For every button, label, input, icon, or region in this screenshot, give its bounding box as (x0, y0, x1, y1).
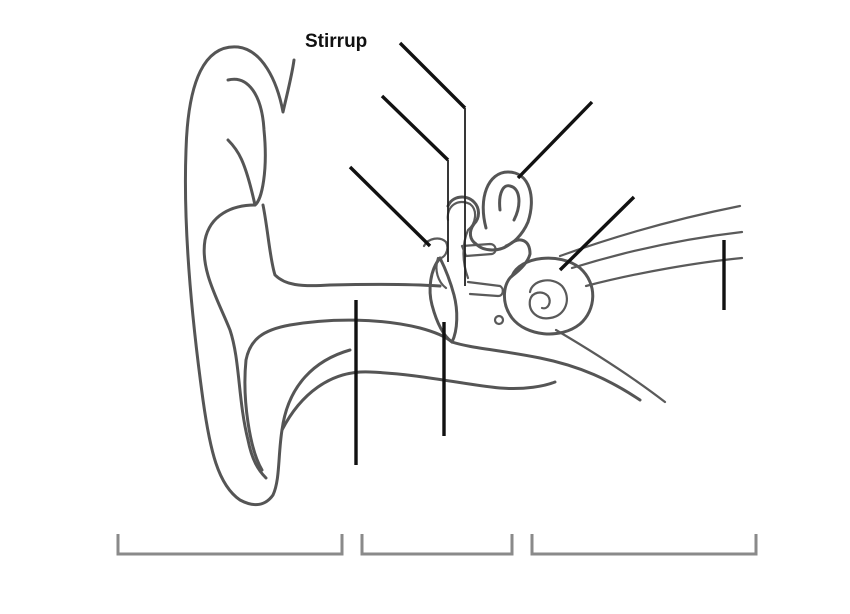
middle-ear (422, 200, 667, 404)
hammer-bone (422, 237, 449, 290)
leader-line-semicircular-canals (516, 100, 594, 180)
bracket-outer-ear (116, 534, 344, 556)
cochlea-spiral (528, 279, 568, 320)
auricle-antihelix (226, 77, 267, 207)
auricle-helix (183, 45, 352, 507)
auditory-nerve-lower (584, 256, 744, 288)
semicircular-canal-posterior (446, 195, 480, 246)
section-brackets (116, 534, 758, 556)
semicircular-canal-superior (481, 170, 533, 248)
leader-line-cochlea (558, 195, 636, 272)
bracket-middle-ear (360, 534, 514, 556)
leader-line-stirrup (398, 41, 467, 110)
leader-line-hammer (348, 165, 432, 248)
eustachian-tube-upper (450, 340, 642, 402)
stirrup-base (466, 280, 504, 298)
ear-canal-lower-wall (288, 318, 454, 344)
auditory-nerve-upper (558, 204, 742, 258)
label-stirrup: Stirrup (305, 31, 367, 52)
oval-window (493, 314, 505, 326)
anvil-bone (446, 200, 477, 280)
bracket-inner-ear (530, 534, 758, 556)
auricle-tragus (261, 203, 332, 288)
ear-canal-upper-wall (328, 282, 442, 288)
outer-ear (183, 45, 352, 507)
skull-bone-line (280, 370, 557, 432)
leader-line-anvil (380, 94, 450, 162)
cochlea (503, 256, 595, 336)
auricle-concha (243, 323, 292, 472)
auricle-antihelix-curve (202, 203, 268, 480)
auditory-nerve-middle (570, 230, 744, 270)
eustachian-tube-lower (554, 328, 667, 404)
ear-canal (280, 282, 557, 432)
leader-lines (348, 41, 726, 465)
